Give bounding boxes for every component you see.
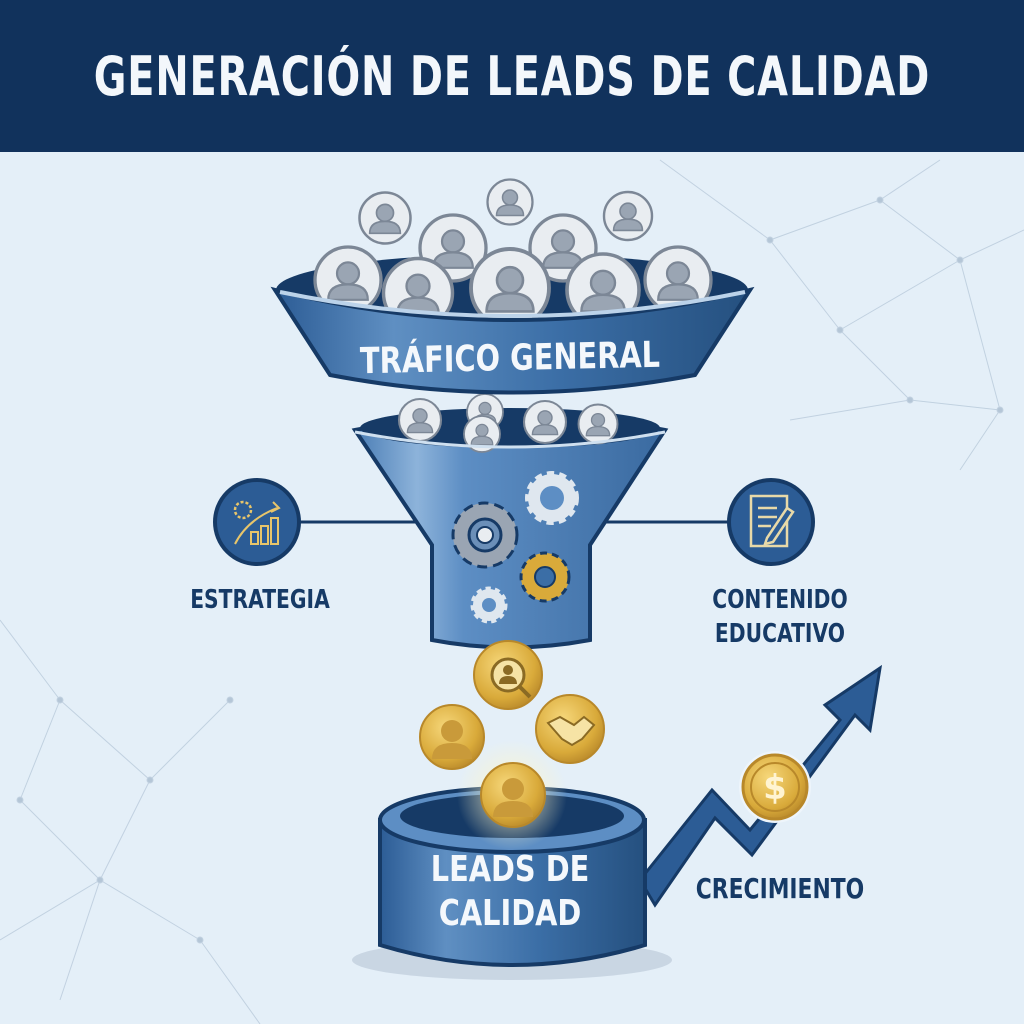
bucket-label-leads: LEADS DE CALIDAD — [406, 848, 614, 936]
growth-arrow: $ — [638, 664, 883, 908]
label-contenido-educativo: CONTENIDO EDUCATIVO — [686, 583, 873, 651]
label-estrategia: ESTRATEGIA — [190, 585, 330, 615]
label-crecimiento: CRECIMIENTO — [695, 872, 865, 905]
gear-small-white-icon — [470, 586, 508, 624]
bucket-label-line: CALIDAD — [438, 893, 582, 934]
gear-white-icon — [525, 471, 579, 525]
user-search-coin-icon — [473, 640, 543, 710]
label-line: EDUCATIVO — [714, 619, 846, 649]
gear-large-gray-icon — [451, 501, 519, 569]
bucket-label-line: LEADS DE — [430, 849, 590, 890]
funnel-lower — [351, 393, 669, 650]
falling-lead-coins — [419, 640, 605, 850]
network-background — [0, 159, 1024, 1024]
svg-text:$: $ — [763, 768, 787, 808]
dollar-coin-icon: $ — [739, 751, 811, 823]
gear-gold-icon — [519, 551, 571, 603]
handshake-coin-icon — [535, 694, 605, 764]
user-coin-icon — [480, 762, 546, 828]
user-coin-icon — [419, 704, 485, 770]
funnel-label-trafico: TRÁFICO GENERAL — [359, 334, 661, 383]
leads-bucket — [352, 786, 672, 980]
page-title: GENERACIÓN DE LEADS DE CALIDAD — [93, 44, 931, 108]
document-pencil-icon-badge — [727, 478, 815, 566]
funnel-top — [270, 178, 755, 395]
label-line: CONTENIDO — [712, 585, 848, 615]
strategy-icon-badge — [213, 478, 301, 566]
header-banner: GENERACIÓN DE LEADS DE CALIDAD — [0, 0, 1024, 152]
